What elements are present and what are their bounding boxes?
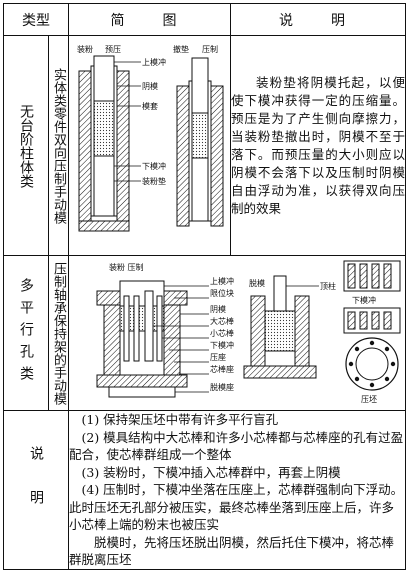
table-row: 无台阶柱体类 实体类零件双向压制手动模 (3, 35, 406, 256)
table-row: 多平行孔类 压制轴承保持架的手动模 (3, 255, 406, 411)
row1-type-cell: 无台阶柱体类 (3, 35, 49, 256)
note-item-4: (4) 压制时，下模冲坐落在压座上，芯棒群强制向下浮动。此时压坯无孔部分被压实，… (69, 482, 404, 532)
label-compact: 压坯 (361, 394, 377, 404)
label-pressing: 压制 (202, 44, 218, 54)
label-big-core: 大芯棒 (210, 316, 234, 326)
lower-punch-gear (343, 260, 401, 334)
label-upper-punch: 上模冲 (142, 57, 166, 67)
label-demold: 脱模 (249, 278, 265, 288)
label-remove-seat: 脱模座 (210, 382, 234, 392)
label-loading-pressing: 装粉 压制 (109, 262, 144, 272)
note-item-2: (2) 模具结构中大芯棒和许多小芯棒都与芯棒座的孔有过盈配合，使芯棒群组成一个整… (69, 429, 404, 463)
label-die: 阴模 (142, 81, 158, 91)
label-lower-punch-2: 下模冲 (210, 340, 234, 350)
label-press-seat: 压座 (210, 352, 226, 362)
row2-figure-cell: 装粉 压制 上模冲 限位块 阴模 大芯棒 小芯棒 下模冲 压座 芯棒座 脱模座 (68, 255, 406, 411)
note-item-3: (3) 装粉时，下模冲插入芯棒群中，再套上阴模 (81, 464, 341, 480)
label-loading: 装粉 (77, 44, 93, 54)
row1-description: 装粉垫将阴模托起，以便使下模冲获得一定的压缩量。预压是为了产生侧向摩擦力，当装粉… (231, 74, 405, 216)
label-lower-punch: 下模冲 (142, 161, 166, 171)
right-mold (176, 57, 224, 227)
row1-mold-diagram: 装粉 预压 上模冲 阴模 模套 下模冲 装粉垫 撤垫 压制 (77, 44, 224, 232)
compact-ring (345, 337, 399, 391)
label-remove-pad: 撤垫 (173, 44, 189, 54)
label-small-core: 小芯棒 (210, 328, 234, 338)
row1-subtype-cell: 实体类零件双向压制手动模 (48, 35, 69, 256)
table-row: 说明 (1) 保持架压坯中带有许多平行盲孔 (2) 模具结构中大芯棒和许多小芯棒… (3, 410, 406, 570)
label-die-2: 阴模 (210, 304, 226, 314)
press-assembly (96, 280, 188, 398)
label-stopper: 限位块 (210, 288, 234, 298)
row1-subtype: 实体类零件双向压制手动模 (51, 67, 66, 224)
header-type: 类型 (3, 3, 69, 36)
row2-subtype: 压制轴承保持架的手动模 (51, 261, 66, 405)
label-upper-punch-2: 上模冲 (210, 276, 234, 286)
label-powder-pad: 装粉垫 (142, 176, 166, 186)
notes-label: 说明 (28, 445, 44, 534)
label-prepress: 预压 (105, 44, 121, 54)
row2-type: 多平行孔类 (18, 278, 34, 388)
table-header-row: 类型 简 图 说 明 (3, 3, 406, 36)
note-item-5: 脱模时，先将压坯脱出阴模，然后托住下模冲，将芯棒群脱离压坯 (69, 534, 395, 568)
mold-table: 类型 简 图 说 明 无台阶柱体类 实体类零件双向压制手动模 (3, 3, 406, 570)
row2-subtype-cell: 压制轴承保持架的手动模 (48, 255, 69, 411)
label-die-sleeve: 模套 (142, 101, 158, 111)
notes-label-cell: 说明 (3, 410, 69, 570)
notes-cell: (1) 保持架压坯中带有许多平行盲孔 (2) 模具结构中大芯棒和许多小芯棒都与芯… (68, 410, 406, 570)
label-core-seat: 芯棒座 (210, 364, 234, 374)
demold-assembly (243, 275, 319, 379)
row1-type: 无台阶柱体类 (18, 103, 34, 188)
row1-figure-cell: 装粉 预压 上模冲 阴模 模套 下模冲 装粉垫 撤垫 压制 (68, 35, 231, 256)
label-ejector: 顶柱 (320, 281, 336, 291)
header-figure: 简 图 (68, 3, 231, 36)
header-note: 说 明 (230, 3, 406, 36)
row2-mold-diagram: 装粉 压制 上模冲 限位块 阴模 大芯棒 小芯棒 下模冲 压座 芯棒座 脱模座 (96, 260, 401, 404)
label-lower-punch-3: 下模冲 (352, 295, 376, 305)
left-mold (78, 55, 130, 232)
note-item-1: (1) 保持架压坯中带有许多平行盲孔 (81, 412, 279, 427)
row2-type-cell: 多平行孔类 (3, 255, 49, 411)
row1-description-cell: 装粉垫将阴模托起，以便使下模冲获得一定的压缩量。预压是为了产生侧向摩擦力，当装粉… (230, 35, 406, 256)
